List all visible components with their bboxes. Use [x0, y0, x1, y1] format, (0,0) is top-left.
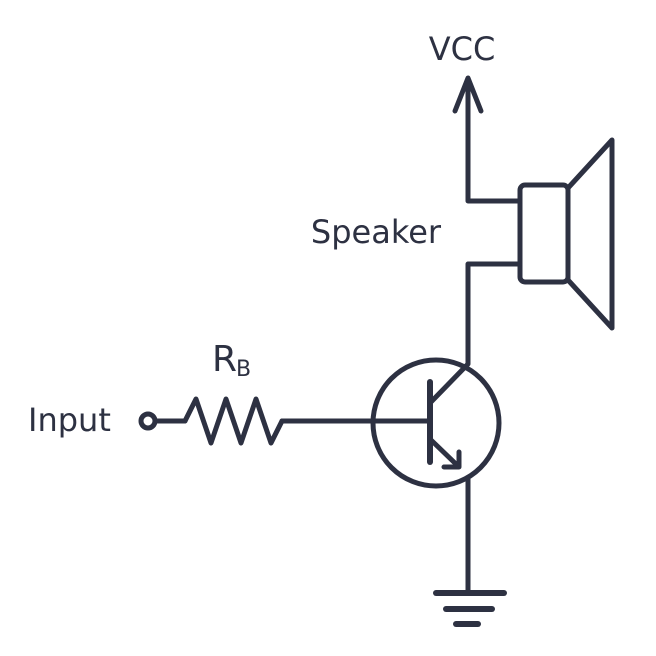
vcc-label: VCC: [429, 30, 496, 68]
wire-speaker-to-collector: [428, 261, 523, 405]
speaker-frame-icon: [517, 182, 571, 285]
resistor-subscript: B: [236, 357, 251, 382]
input-terminal-icon: [138, 411, 158, 431]
ground-icon: [433, 590, 507, 627]
resistor-label: R: [212, 339, 237, 380]
resistor-zigzag-icon: [182, 396, 285, 446]
transistor-emitter-lead: [428, 437, 461, 469]
speaker-cone-icon: [565, 137, 615, 331]
input-label: Input: [28, 401, 111, 439]
wire-vcc-to-speaker: [465, 77, 523, 204]
speaker-label: Speaker: [311, 213, 442, 251]
emitter-arrowhead-icon: [441, 449, 462, 470]
